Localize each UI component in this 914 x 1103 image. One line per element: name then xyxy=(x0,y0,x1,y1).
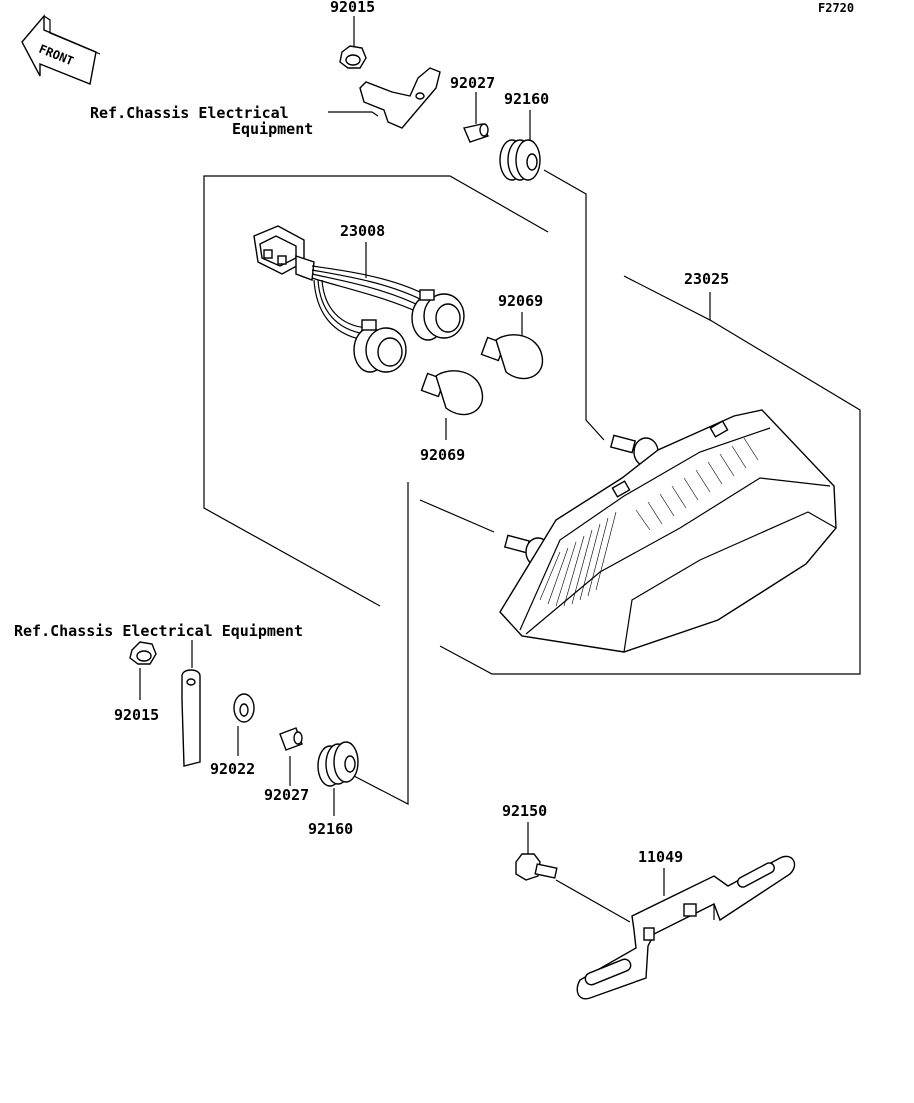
ground-strap xyxy=(181,669,201,767)
collar-bottom xyxy=(279,727,303,751)
part-label-grommet-bottom: 92160 xyxy=(308,820,353,838)
nut-top xyxy=(339,45,367,69)
part-label-harness: 23008 xyxy=(340,222,385,240)
nut-bottom xyxy=(129,641,157,665)
part-label-bolt: 92150 xyxy=(502,802,547,820)
bolt xyxy=(515,853,558,881)
figure-code: F2720 xyxy=(818,1,854,15)
front-arrow-icon: FRONT xyxy=(21,14,101,85)
part-label-collar-bottom: 92027 xyxy=(264,786,309,804)
ref-note-top-line2: Equipment xyxy=(232,120,313,138)
part-label-collar-top: 92027 xyxy=(450,74,495,92)
license-bracket xyxy=(576,855,796,1000)
taillight-assembly xyxy=(499,409,837,653)
ref-note-bottom: Ref.Chassis Electrical Equipment xyxy=(14,622,303,640)
washer xyxy=(233,693,255,723)
part-label-bulb-lower: 92069 xyxy=(420,446,465,464)
grommet-top xyxy=(499,139,541,181)
chassis-bracket-top xyxy=(359,67,441,129)
bulb-upper xyxy=(480,334,544,380)
part-label-taillight: 23025 xyxy=(684,270,729,288)
wire-harness xyxy=(253,225,465,373)
part-label-bracket: 11049 xyxy=(638,848,683,866)
part-label-nut-top: 92015 xyxy=(330,0,375,16)
grommet-bottom xyxy=(317,741,359,787)
ref-note-top-line1: Ref.Chassis Electrical xyxy=(90,104,289,122)
part-label-bulb-upper: 92069 xyxy=(498,292,543,310)
collar-top xyxy=(463,123,489,143)
lens-hatch xyxy=(539,437,759,607)
part-label-washer: 92022 xyxy=(210,760,255,778)
part-label-nut-bottom: 92015 xyxy=(114,706,159,724)
part-label-grommet-top: 92160 xyxy=(504,90,549,108)
bulb-lower xyxy=(420,370,484,416)
